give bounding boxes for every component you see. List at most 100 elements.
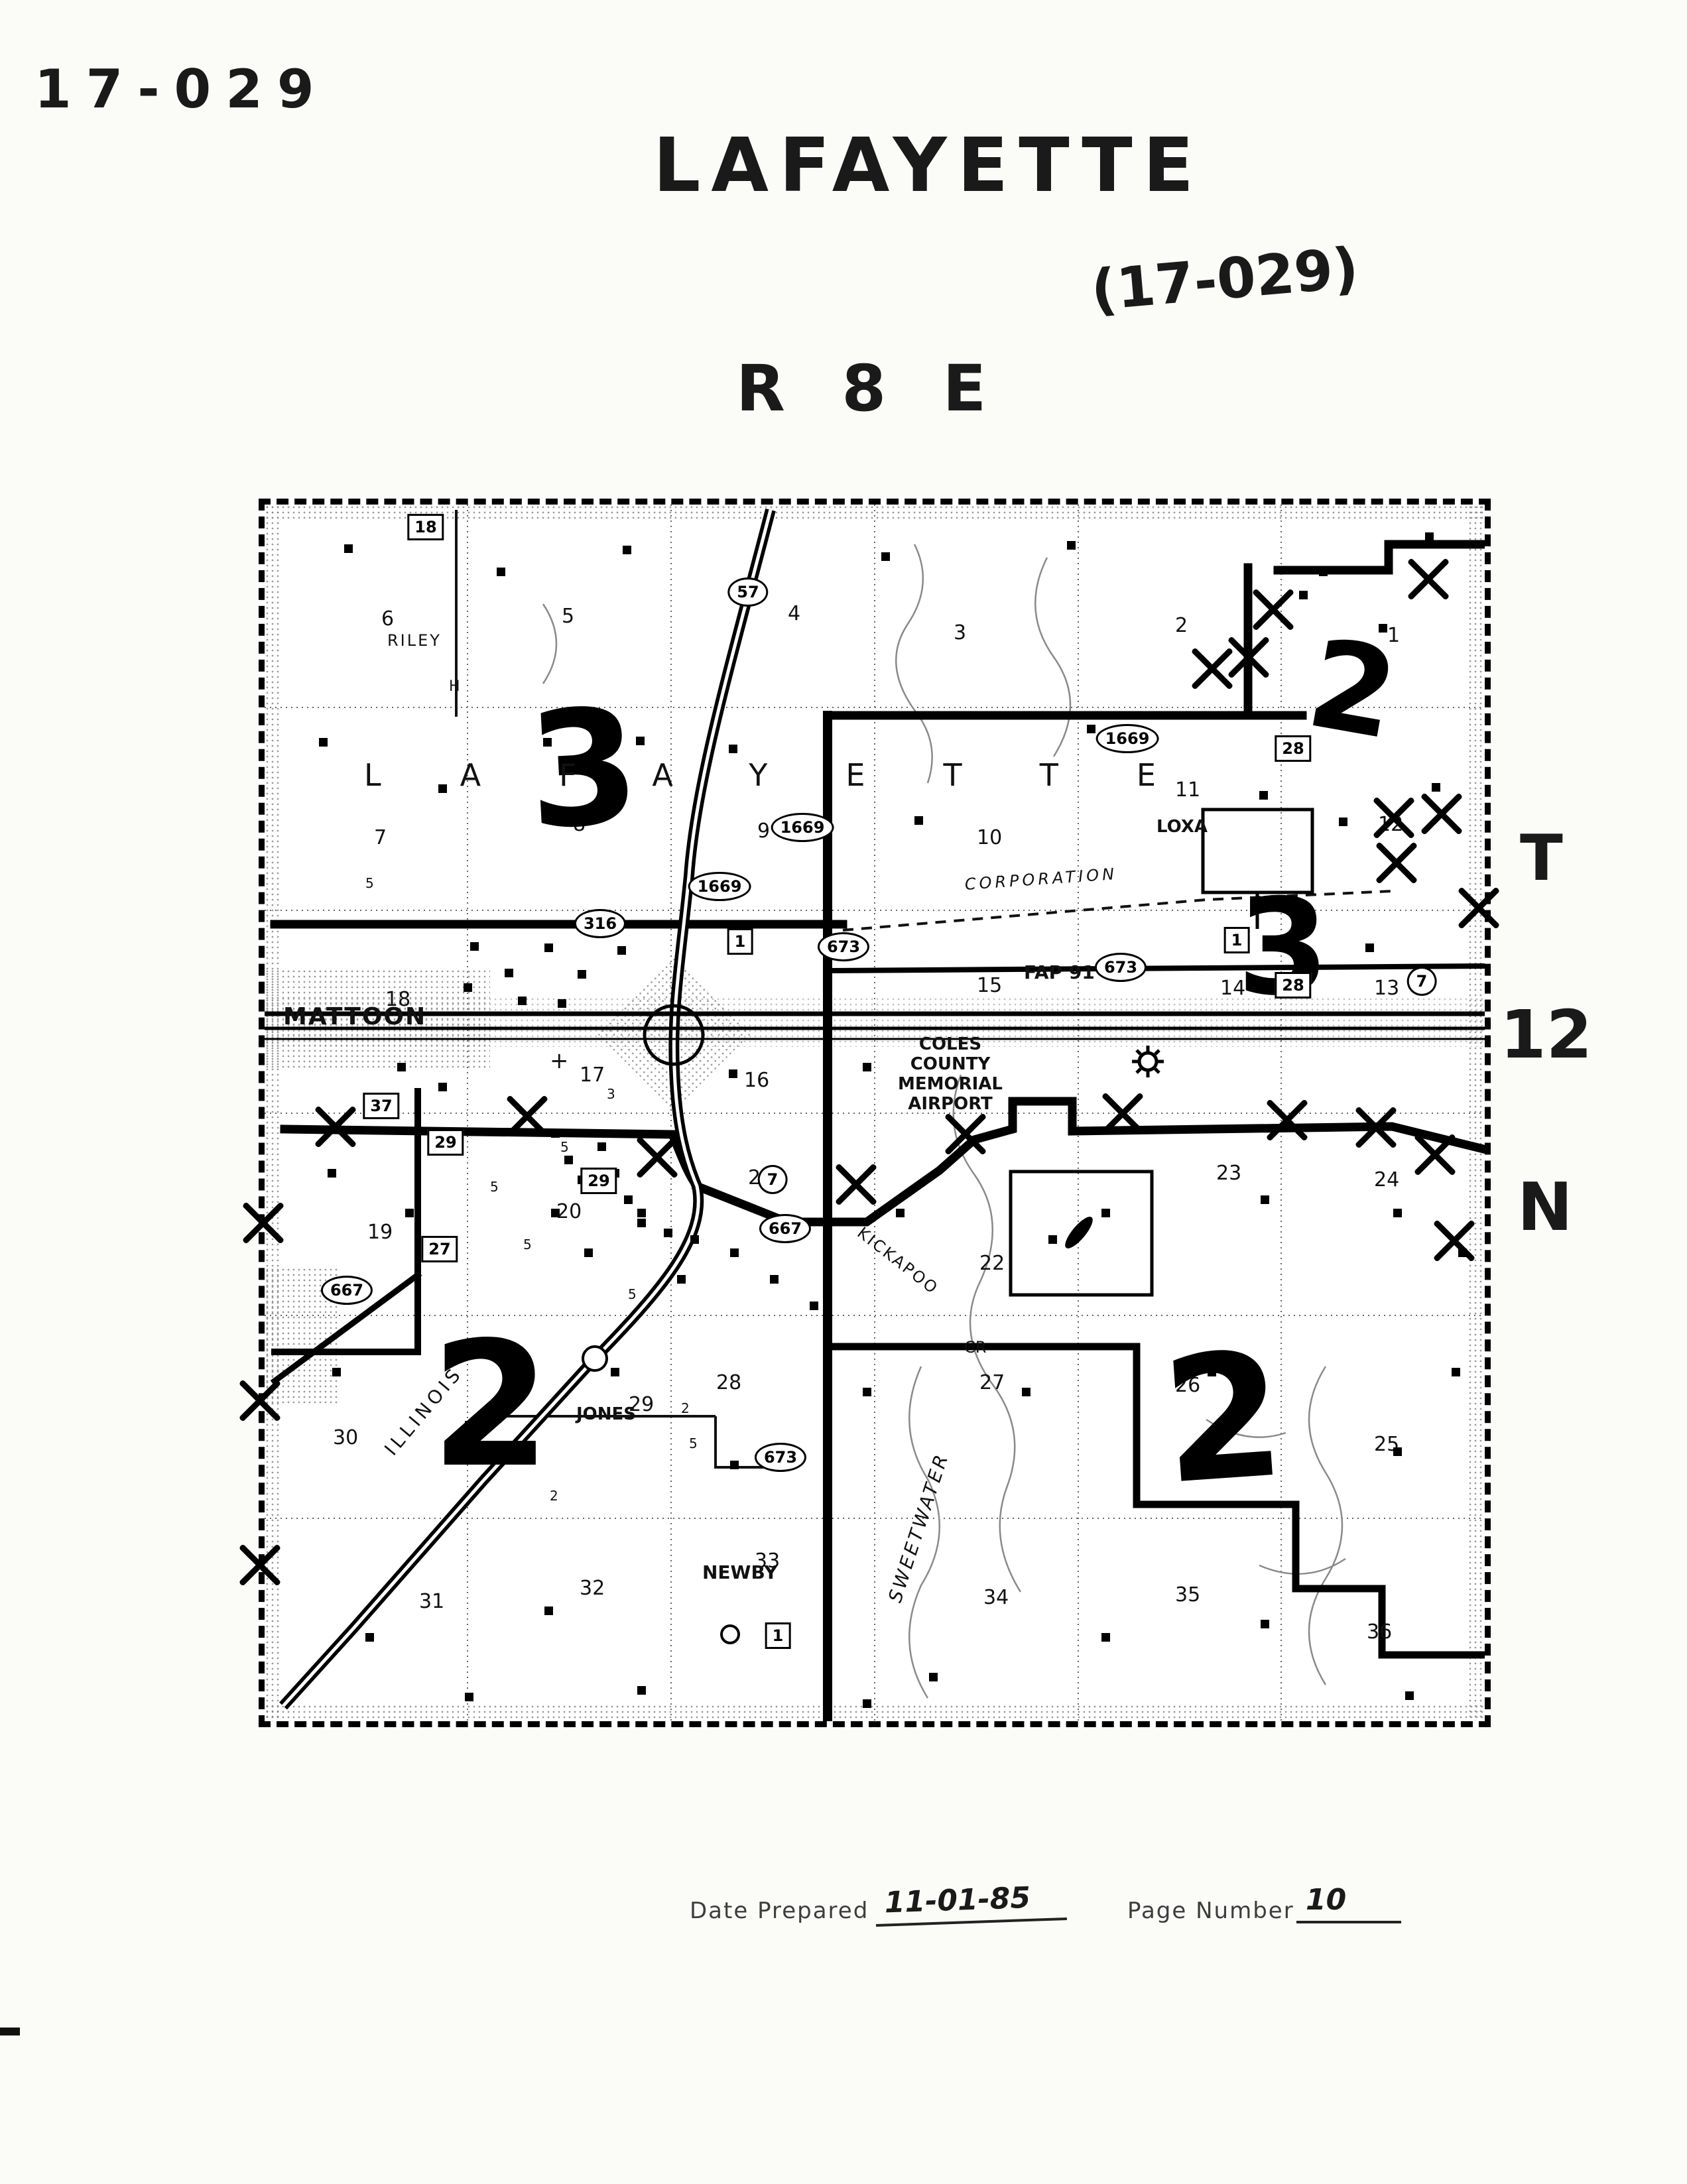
section-22-number: 22 [979, 1252, 1005, 1275]
building-square [1319, 568, 1328, 576]
building-square [597, 1142, 606, 1151]
building-square [1425, 532, 1434, 541]
stipple-shading-mattoon [265, 969, 490, 1068]
route-shield-37: 37 [363, 1093, 400, 1119]
map-title-number: (17-029) [1088, 235, 1361, 324]
building-square [810, 1302, 818, 1310]
building-square [1067, 541, 1076, 550]
building-square [365, 1633, 374, 1642]
building-square [1432, 783, 1440, 792]
building-square [1022, 1388, 1031, 1396]
building-square [730, 1248, 739, 1257]
map-label-jones: JONES [576, 1404, 637, 1424]
interstate-57-road [279, 508, 776, 1710]
building-square [518, 997, 527, 1005]
map-label-illinois: ILLINOIS [380, 1362, 468, 1460]
page-number-label: Page Number [1127, 1898, 1294, 1924]
building-square [863, 1063, 871, 1071]
doc-number: 17-029 [34, 58, 329, 120]
building-square [770, 1275, 779, 1284]
building-square [729, 745, 737, 753]
section-19-number: 19 [367, 1221, 393, 1244]
map-label-lafayette: LAFAYETTE [364, 757, 1234, 793]
building-square [1261, 1195, 1269, 1204]
section-18-number: 18 [385, 988, 411, 1011]
section-2-number: 2 [1175, 614, 1188, 637]
route-shield-27: 27 [421, 1236, 458, 1262]
building-square [637, 1686, 646, 1695]
building-square [623, 546, 631, 554]
building-square [1087, 725, 1095, 733]
map-label-2: 2 [550, 1488, 558, 1504]
section-31-number: 31 [419, 1590, 445, 1613]
map-label-corporation: CORPORATION [964, 864, 1118, 894]
building-square [664, 1229, 672, 1237]
building-square [505, 969, 513, 977]
map-overlay-layer: 6543217891011121817161514131920212223243… [265, 505, 1485, 1721]
route-shield-1: 1 [765, 1622, 791, 1649]
route-shield-7: 7 [757, 1165, 788, 1194]
building-square [611, 1368, 619, 1376]
building-square [1299, 591, 1308, 599]
building-square [465, 1693, 473, 1701]
building-square [465, 1421, 473, 1429]
building-square [636, 737, 645, 745]
route-shield-28: 28 [1275, 972, 1312, 999]
creek-lines [542, 544, 1346, 1699]
building-square [1101, 1209, 1110, 1217]
building-square [564, 1156, 573, 1164]
route-shield-316: 316 [574, 909, 627, 938]
building-square [344, 544, 353, 553]
building-square [624, 1195, 633, 1204]
building-square [551, 1129, 560, 1138]
building-square [730, 1461, 739, 1469]
building-square [578, 970, 586, 979]
township-number-12: 12 [1500, 996, 1593, 1073]
map-roads-svg [265, 505, 1485, 1721]
scan-artifact [0, 2028, 20, 2035]
route-shield-673: 673 [1094, 953, 1147, 982]
section-1-number: 1 [1387, 624, 1401, 647]
building-square [1339, 818, 1347, 826]
section-10-number: 10 [977, 826, 1003, 849]
stipple-shading-right [1468, 505, 1485, 1721]
page-number-value: 10 [1296, 1883, 1401, 1923]
map-label-loxa: LOXA [1156, 817, 1208, 837]
section-7-number: 7 [374, 826, 387, 849]
map-label-3: 3 [607, 1086, 615, 1102]
route-shield-1: 1 [727, 928, 753, 955]
section-12-number: 12 [1378, 813, 1404, 836]
section-16-number: 16 [744, 1069, 770, 1092]
section-28-number: 28 [716, 1371, 742, 1394]
building-square [690, 1235, 699, 1244]
building-square [1259, 791, 1268, 800]
map-label-5: 5 [365, 875, 374, 891]
building-square [1101, 1633, 1110, 1642]
map-label-fap-91: FAP 91 [1024, 961, 1095, 983]
map-label-coles: COLES COUNTY MEMORIAL AIRPORT [898, 1034, 1003, 1114]
section-23-number: 23 [1216, 1162, 1242, 1185]
building-square [929, 1673, 938, 1681]
route-shield-673: 673 [817, 932, 870, 961]
section-26-number: 26 [1175, 1374, 1201, 1397]
interchange-circle [643, 1004, 705, 1066]
stipple-shading-bottom [265, 1704, 1485, 1721]
building-square [637, 1219, 646, 1227]
route-shield-667: 667 [759, 1214, 812, 1243]
stipple-shading-top [265, 505, 1485, 522]
building-square [464, 983, 472, 992]
railroad-lines [265, 1011, 1485, 1040]
loxa-boundary [1201, 808, 1314, 929]
stipple-shading-left [265, 505, 282, 1721]
building-square [1405, 1691, 1414, 1700]
building-square [1379, 624, 1387, 633]
section-24-number: 24 [1374, 1168, 1400, 1191]
map-label-5: 5 [689, 1435, 698, 1451]
route-shield-57: 57 [727, 577, 769, 607]
building-square [328, 1169, 336, 1178]
section-13-number: 13 [1374, 977, 1400, 1000]
map-label--: + [550, 1048, 569, 1074]
section-33-number: 33 [755, 1549, 781, 1573]
section-29-number: 29 [629, 1393, 655, 1416]
building-square [881, 552, 890, 561]
